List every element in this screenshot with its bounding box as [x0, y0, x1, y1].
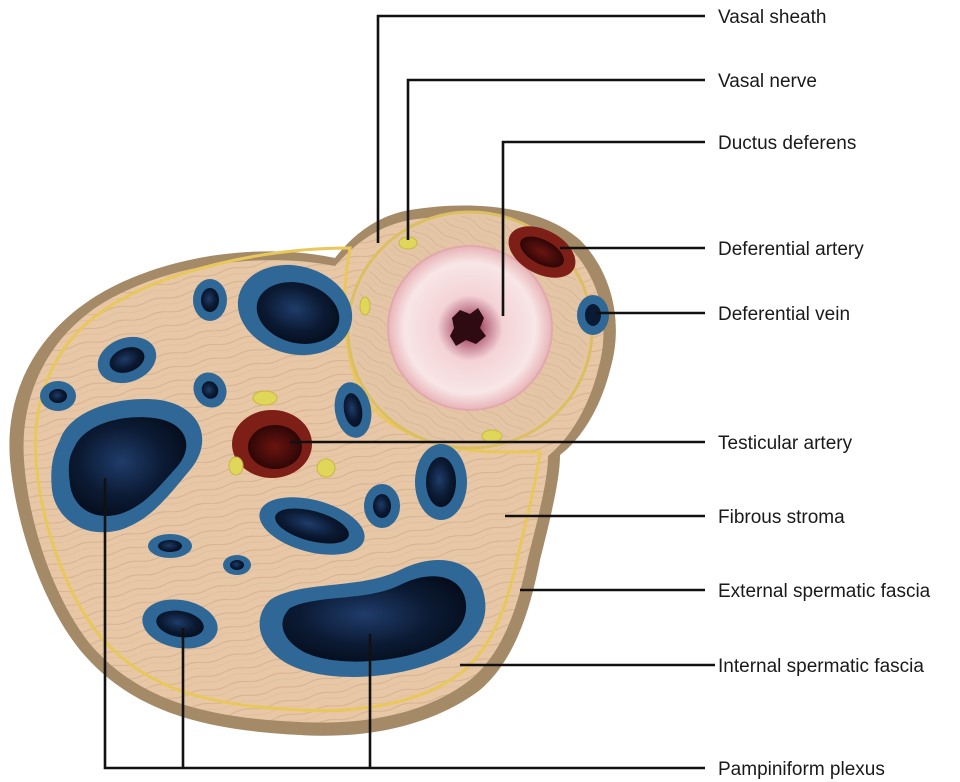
label-ductus-deferens: Ductus deferens [718, 133, 856, 154]
label-external-spermatic-fascia: External spermatic fascia [718, 581, 931, 602]
label-fibrous-stroma: Fibrous stroma [718, 507, 845, 528]
label-testicular-artery: Testicular artery [718, 433, 853, 454]
label-internal-spermatic-fascia: Internal spermatic fascia [718, 656, 924, 677]
deferential-vein-shape [577, 295, 609, 335]
testicular-artery-shape [232, 410, 312, 478]
label-pampiniform-plexus: Pampiniform plexus [718, 759, 885, 780]
label-vasal-nerve: Vasal nerve [718, 71, 817, 92]
label-deferential-vein: Deferential vein [718, 304, 850, 325]
labels: Vasal sheath Vasal nerve Ductus deferens… [718, 7, 931, 780]
ductus-deferens-shape [388, 246, 552, 410]
label-vasal-sheath: Vasal sheath [718, 7, 826, 28]
label-deferential-artery: Deferential artery [718, 239, 864, 260]
cross-section [9, 205, 616, 735]
